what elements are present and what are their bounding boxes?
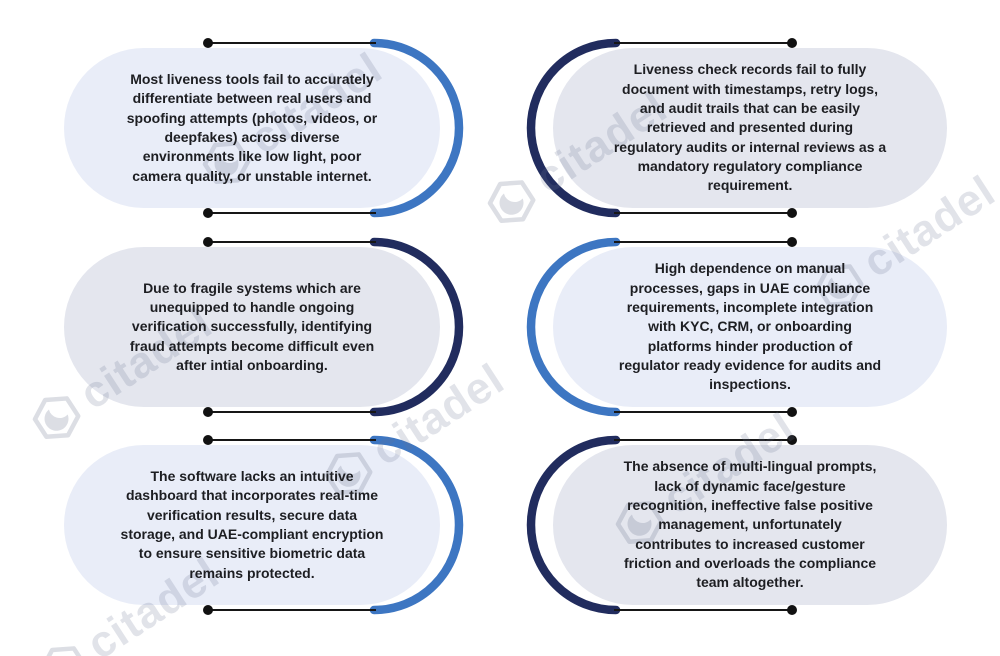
card-shape bbox=[64, 435, 464, 615]
accent-arc bbox=[526, 38, 621, 218]
card-shape bbox=[526, 435, 947, 615]
accent-arc bbox=[369, 435, 464, 615]
accent-arc bbox=[526, 435, 621, 615]
card-dashboard-gaps: The software lacks an intuitive dashboar… bbox=[40, 434, 470, 616]
card-shape bbox=[526, 38, 947, 218]
accent-arc bbox=[369, 237, 464, 417]
card-multilingual-prompts: The absence of multi-lingual prompts, la… bbox=[525, 434, 955, 616]
card-text: Most liveness tools fail to accurately d… bbox=[126, 71, 378, 184]
citadel-logo-hexagon-icon bbox=[39, 646, 88, 656]
card-text: The absence of multi-lingual prompts, la… bbox=[623, 458, 877, 591]
pill-shape bbox=[553, 445, 947, 605]
pill-shape bbox=[64, 247, 440, 407]
accent-arc bbox=[369, 38, 464, 218]
connector-dot bbox=[203, 237, 213, 247]
connector-dot bbox=[787, 38, 797, 48]
card-shape bbox=[526, 237, 947, 417]
pill-shape bbox=[64, 445, 440, 605]
card-spoofing-detection: Most liveness tools fail to accurately d… bbox=[40, 37, 470, 219]
pill-shape bbox=[553, 48, 947, 208]
card-text: Liveness check records fail to fully doc… bbox=[613, 61, 887, 194]
pill-shape bbox=[64, 48, 440, 208]
card-manual-processes: High dependence on manual processes, gap… bbox=[525, 236, 955, 418]
connector-dot bbox=[787, 435, 797, 445]
connector-dot bbox=[787, 407, 797, 417]
connector-dot bbox=[203, 407, 213, 417]
connector-dot bbox=[203, 605, 213, 615]
card-text: Due to fragile systems which are unequip… bbox=[129, 279, 375, 373]
connector-dot bbox=[787, 208, 797, 218]
connector-dot bbox=[787, 237, 797, 247]
connector-dot bbox=[203, 435, 213, 445]
card-fragile-systems: Due to fragile systems which are unequip… bbox=[40, 236, 470, 418]
card-shape bbox=[64, 237, 464, 417]
card-text: The software lacks an intuitive dashboar… bbox=[120, 468, 384, 581]
connector-dot bbox=[203, 38, 213, 48]
connector-dot bbox=[787, 605, 797, 615]
card-audit-records: Liveness check records fail to fully doc… bbox=[525, 37, 955, 219]
card-shape bbox=[64, 38, 464, 218]
accent-arc bbox=[526, 237, 621, 417]
card-text: High dependence on manual processes, gap… bbox=[618, 260, 882, 393]
connector-dot bbox=[203, 208, 213, 218]
pill-shape bbox=[553, 247, 947, 407]
